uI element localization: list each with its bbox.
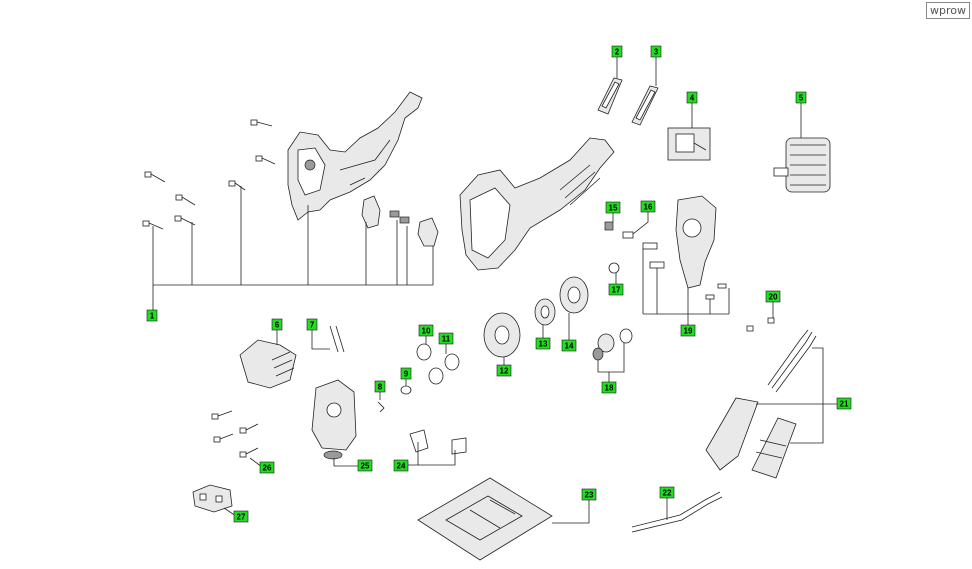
part-label-text: 21: [840, 400, 849, 409]
clamp-27: [192, 484, 233, 513]
small-bits-15-16: [604, 221, 634, 274]
part-label-text: 1: [150, 312, 155, 321]
part-label-text: 15: [609, 204, 618, 213]
bracket-24: [409, 429, 467, 455]
part-label-1[interactable]: 1: [146, 309, 158, 322]
part-label-4[interactable]: 4: [686, 91, 698, 104]
part-label-18[interactable]: 18: [601, 381, 617, 394]
part-label-16[interactable]: 16: [640, 200, 656, 213]
part-label-text: 10: [422, 327, 431, 336]
spring-7: [329, 325, 345, 353]
part-label-text: 13: [539, 340, 548, 349]
housing-half-right: [459, 137, 615, 271]
part-label-11[interactable]: 11: [438, 332, 454, 345]
part-label-27[interactable]: 27: [233, 510, 249, 523]
part-label-text: 8: [378, 383, 383, 392]
part-label-7[interactable]: 7: [306, 318, 318, 331]
part-label-text: 7: [310, 321, 315, 330]
part-label-text: 25: [361, 462, 370, 471]
part-label-text: 16: [644, 203, 653, 212]
part-label-12[interactable]: 12: [496, 364, 512, 377]
part-label-text: 26: [263, 464, 272, 473]
part-label-26[interactable]: 26: [259, 461, 275, 474]
part-label-8[interactable]: 8: [374, 380, 386, 393]
gearbox-25: [311, 379, 357, 460]
part-label-13[interactable]: 13: [535, 337, 551, 350]
part-label-text: 11: [442, 335, 451, 344]
part-label-2[interactable]: 2: [611, 45, 623, 58]
bracket-parts-1: [361, 195, 439, 247]
part-label-19[interactable]: 19: [680, 324, 696, 337]
leader-lines: [152, 57, 837, 524]
gears-12-13-14: [483, 276, 589, 358]
part-label-23[interactable]: 23: [581, 488, 597, 501]
part-label-text: 22: [663, 489, 672, 498]
switch-part: [667, 127, 711, 161]
part-label-22[interactable]: 22: [659, 486, 675, 499]
clip-strips: [597, 77, 659, 126]
part-label-text: 3: [654, 48, 659, 57]
part-label-text: 6: [275, 321, 280, 330]
part-label-text: 4: [690, 94, 695, 103]
part-drawings: [142, 77, 831, 561]
screw-20: [746, 317, 775, 332]
screw-set-26: [211, 410, 259, 458]
base-plate-23: [417, 477, 553, 561]
small-cylinders: [377, 343, 460, 413]
part-label-5[interactable]: 5: [795, 91, 807, 104]
part-label-text: 27: [237, 513, 246, 522]
part-label-24[interactable]: 24: [393, 459, 409, 472]
motor-part: [773, 137, 831, 193]
part-label-text: 23: [585, 491, 594, 500]
part-label-15[interactable]: 15: [605, 201, 621, 214]
screw-set-1: [142, 119, 276, 230]
part-number-labels: 1 2 3 4 5 6 7 8 9 10 11 12 13 14 15 16 1…: [146, 45, 852, 523]
part-label-9[interactable]: 9: [400, 367, 412, 380]
part-label-14[interactable]: 14: [561, 339, 577, 352]
part-label-text: 24: [397, 462, 406, 471]
part-label-25[interactable]: 25: [357, 459, 373, 472]
part-label-text: 12: [500, 367, 509, 376]
part-label-17[interactable]: 17: [608, 283, 624, 296]
part-label-text: 18: [605, 384, 614, 393]
part-label-text: 2: [615, 48, 620, 57]
part-label-text: 14: [565, 342, 574, 351]
part-label-text: 17: [612, 286, 621, 295]
part-label-20[interactable]: 20: [765, 290, 781, 303]
rod-22: [631, 491, 723, 533]
bearings-18: [592, 328, 633, 361]
corner-tag: wprow: [926, 2, 970, 19]
housing-half-left: [287, 91, 423, 221]
part-label-21[interactable]: 21: [836, 397, 852, 410]
part-label-6[interactable]: 6: [271, 318, 283, 331]
part-label-text: 9: [404, 370, 409, 379]
part-label-3[interactable]: 3: [650, 45, 662, 58]
part-label-text: 20: [769, 293, 778, 302]
gear-housing-19: [642, 195, 727, 300]
electronics-21: [705, 329, 817, 479]
part-label-10[interactable]: 10: [418, 324, 434, 337]
part-label-text: 5: [799, 94, 804, 103]
guard-part-6: [239, 339, 297, 389]
part-label-text: 19: [684, 327, 693, 336]
